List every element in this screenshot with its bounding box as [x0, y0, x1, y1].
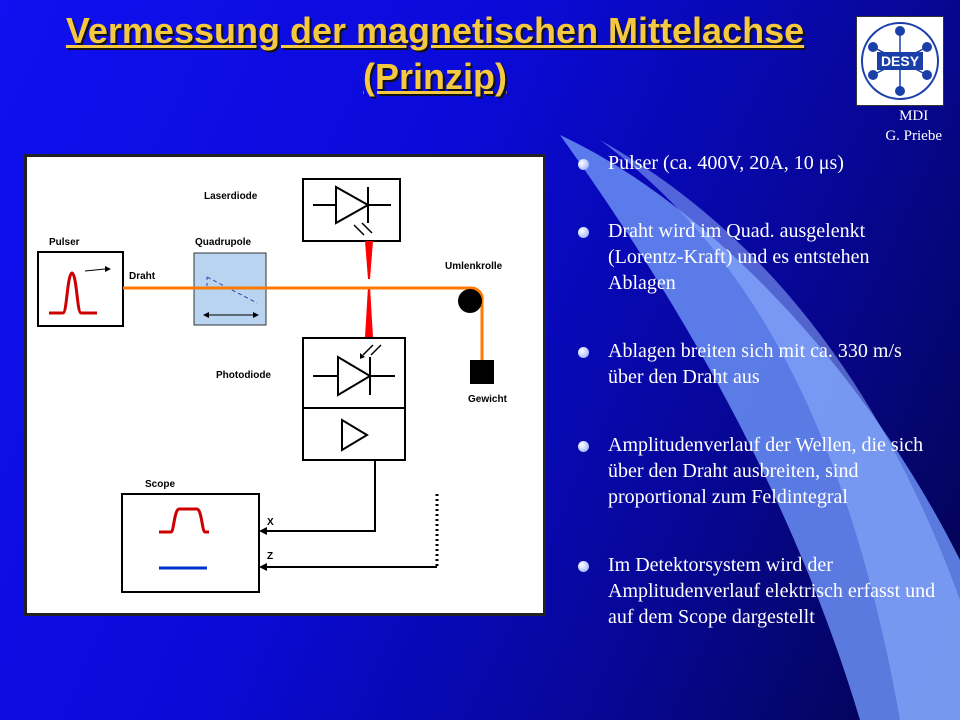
pulser-box [37, 251, 124, 327]
pulley [458, 289, 482, 313]
laser-beam-upper [365, 241, 373, 279]
label-x: X [267, 517, 274, 528]
diagram-panel: Laserdiode Pulser Quadrupole [24, 154, 546, 616]
pulse-symbol [49, 271, 97, 315]
bullet-dot-icon [578, 561, 589, 572]
bullet-item: Draht wird im Quad. ausgelenkt (Lorentz-… [578, 218, 938, 296]
diagram-svg: Laserdiode Pulser Quadrupole [37, 178, 508, 593]
bullet-dot-icon [578, 159, 589, 170]
photodiode-box [302, 337, 406, 409]
desy-logo: DESY [856, 16, 944, 106]
author-line-2: G. Priebe [885, 128, 942, 144]
wire-vertical [470, 286, 484, 362]
amplifier-symbol [341, 418, 369, 452]
author-line-1: MDI [899, 108, 929, 124]
label-laserdiode: Laserdiode [204, 191, 258, 202]
weight [470, 360, 494, 384]
label-gewicht: Gewicht [468, 394, 508, 405]
label-pulser: Pulser [49, 237, 80, 248]
bullet-text: Draht wird im Quad. ausgelenkt (Lorentz-… [608, 220, 870, 294]
bullet-text: Im Detektorsystem wird der Amplitudenver… [608, 554, 936, 628]
scope-trace-x [159, 507, 209, 534]
laser-beam-lower [365, 287, 373, 337]
author-block: MDI G. Priebe [885, 106, 942, 146]
slide-title: Vermessung der magnetischen Mittelachse … [65, 10, 805, 97]
label-umlenkrolle: Umlenkrolle [445, 261, 503, 272]
label-photodiode: Photodiode [216, 370, 271, 381]
bullet-text: Ablagen breiten sich mit ca. 330 m/s übe… [608, 340, 902, 388]
bullet-item: Amplitudenverlauf der Wellen, die sich ü… [578, 432, 938, 510]
bullet-list: Pulser (ca. 400V, 20A, 10 μs) Draht wird… [578, 150, 938, 630]
laserdiode-symbol [335, 185, 371, 225]
logo-text: DESY [881, 53, 920, 69]
bullet-dot-icon [578, 441, 589, 452]
bullet-item: Ablagen breiten sich mit ca. 330 m/s übe… [578, 338, 938, 390]
bullet-text: Amplitudenverlauf der Wellen, die sich ü… [608, 434, 924, 508]
bullet-text: Pulser (ca. 400V, 20A, 10 μs) [608, 152, 844, 174]
amplifier-box [302, 407, 406, 461]
photodiode-symbol [337, 355, 372, 397]
label-scope: Scope [145, 479, 175, 490]
bullet-dot-icon [578, 227, 589, 238]
scope-box [121, 493, 260, 593]
laserdiode-box [302, 178, 401, 242]
bullet-dot-icon [578, 347, 589, 358]
signal-line-x [267, 460, 376, 532]
label-quadrupole: Quadrupole [195, 237, 252, 248]
bullet-item: Im Detektorsystem wird der Amplitudenver… [578, 552, 938, 630]
label-z: Z [267, 551, 273, 562]
bullet-item: Pulser (ca. 400V, 20A, 10 μs) [578, 150, 938, 176]
label-draht: Draht [129, 271, 156, 282]
